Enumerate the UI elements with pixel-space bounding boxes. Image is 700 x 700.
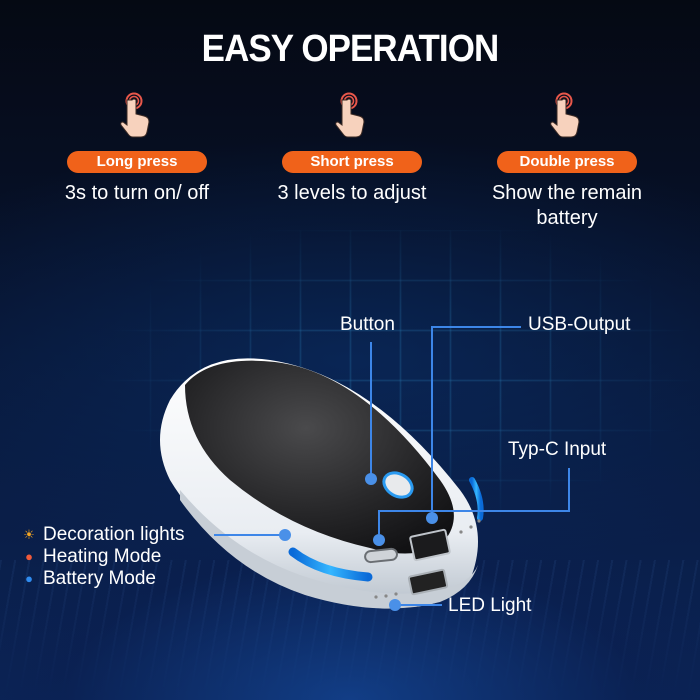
callout-typec-line-h [378, 510, 570, 512]
callout-typec-line-v [568, 468, 570, 511]
callout-usb-line-h [431, 326, 521, 328]
badge-long-press: Long press [67, 151, 207, 173]
callout-led-label: LED Light [448, 595, 532, 616]
desc-short-press: 3 levels to adjust [277, 182, 427, 204]
sun-icon: ☀ [23, 527, 35, 542]
legend-heating-mode: ● Heating Mode [22, 546, 185, 568]
callout-usb-dot [426, 512, 438, 524]
callout-led-dot [389, 599, 401, 611]
badge-double-press: Double press [497, 151, 637, 173]
callout-button-line [370, 342, 372, 479]
page-title: EASY OPERATION [201, 28, 500, 70]
desc-long-press: 3s to turn on/ off [64, 182, 210, 204]
callout-typec-dot [373, 534, 385, 546]
operation-short-press: Short press 3 levels to adjust [267, 92, 437, 206]
callout-usb-output-label: USB-Output [528, 314, 631, 335]
callout-usb-line-v [431, 326, 433, 516]
callout-button-dot [365, 473, 377, 485]
callout-decoration-dot [279, 529, 291, 541]
desc-double-press: Show the remain battery [491, 182, 643, 229]
callout-typec-label: Typ-C Input [508, 439, 607, 460]
mode-legend: ☀ Decoration lights ● Heating Mode ● Bat… [22, 524, 185, 590]
finger-press-icon [550, 92, 580, 138]
callout-decoration-line [214, 534, 284, 536]
operation-double-press: Double press Show the remain battery [477, 92, 657, 231]
operation-long-press: Long press 3s to turn on/ off [52, 92, 222, 206]
dot-icon: ● [25, 571, 33, 586]
legend-battery-mode: ● Battery Mode [22, 568, 185, 590]
badge-short-press: Short press [282, 151, 422, 173]
callout-typec-line-drop [378, 510, 380, 534]
callout-led-line [398, 604, 442, 606]
legend-decoration-lights: ☀ Decoration lights [23, 524, 185, 545]
dot-icon: ● [25, 549, 33, 564]
callout-button-label: Button [340, 314, 395, 335]
finger-press-icon [335, 92, 365, 138]
finger-press-icon [120, 92, 150, 138]
hand-warmer-device [160, 358, 484, 609]
